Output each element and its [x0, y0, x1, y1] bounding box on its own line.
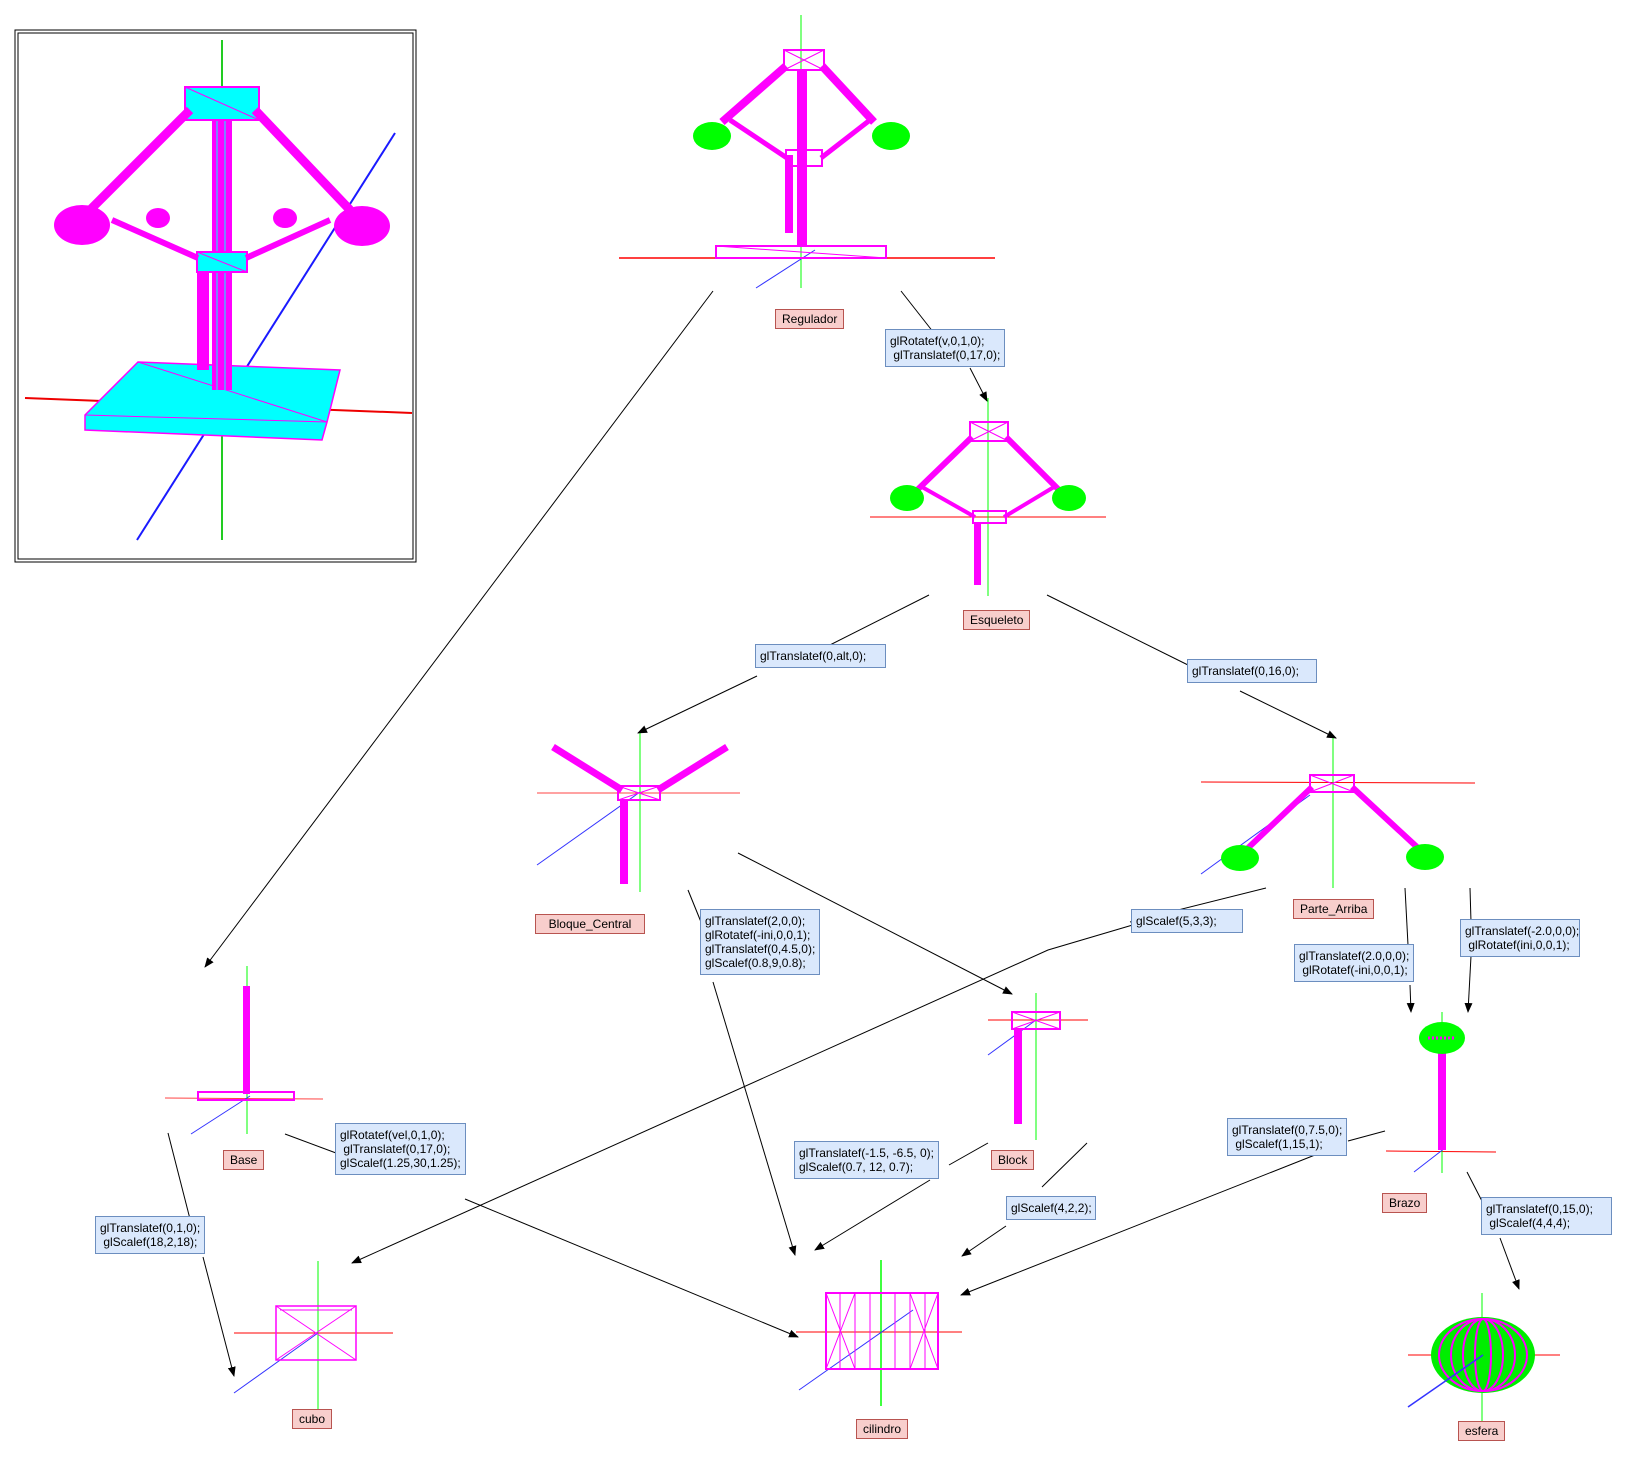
edge-base-cubo [167, 1132, 191, 1220]
op-brazo-esfera: glTranslatef(0,15,0); glScalef(4,4,4); [1481, 1197, 1612, 1235]
op-esqueleto-parte: glTranslatef(0,16,0); [1187, 659, 1317, 683]
op-parte-brazo-a: glTranslatef(2.0,0,0); glRotatef(-ini,0,… [1294, 944, 1414, 982]
node-label-regulador: Regulador [775, 309, 845, 329]
edge-block-cilindro-a [948, 1142, 989, 1166]
node-label-bloque-central: Bloque_Central [535, 914, 645, 934]
preview-render [14, 29, 417, 563]
cilindro-model [796, 1260, 962, 1406]
parte-arriba-model [1200, 738, 1476, 888]
block-model [987, 993, 1088, 1140]
regulador-model [619, 15, 995, 289]
base-model [164, 966, 324, 1135]
op-esqueleto-bloque: glTranslatef(0,alt,0); [755, 644, 886, 668]
node-label-base: Base [223, 1150, 265, 1170]
esqueleto-model [870, 398, 1106, 596]
node-label-esqueleto: Esqueleto [963, 610, 1031, 630]
op-bloque-cilindro: glTranslatef(2,0,0); glRotatef(-ini,0,0,… [700, 909, 820, 975]
brazo-model [1385, 1012, 1497, 1173]
node-label-brazo: Brazo [1382, 1193, 1428, 1213]
node-label-esfera: esfera [1458, 1421, 1506, 1441]
edge-parte-brazo-b [1469, 887, 1472, 923]
edge-parte-brazo-a [1404, 887, 1409, 946]
edge-bloque-block [737, 852, 1013, 995]
edge-bloque-cilindro [687, 889, 702, 923]
op-base-cubo: glTranslatef(0,1,0); glScalef(18,2,18); [95, 1216, 205, 1254]
cubo-model [233, 1261, 393, 1418]
edge-block-cilindro-b [1041, 1142, 1088, 1188]
edge-brazo-cilindro [1347, 1130, 1386, 1142]
node-label-cilindro: cilindro [856, 1419, 909, 1439]
edge-regulador-base [204, 290, 714, 968]
op-regulador-esqueleto: glRotatef(v,0,1,0); glTranslatef(0,17,0)… [885, 329, 1005, 367]
node-label-parte-arriba: Parte_Arriba [1293, 899, 1375, 919]
op-parte-cubo: glScalef(5,3,3); [1131, 909, 1243, 933]
op-brazo-cilindro: glTranslatef(0,7.5,0); glScalef(1,15,1); [1227, 1118, 1347, 1156]
bloque-central-model [536, 732, 740, 892]
edge-base-cilindro [284, 1133, 337, 1154]
edges [167, 290, 1520, 1377]
esfera-model [1407, 1293, 1560, 1428]
edge-esqueleto-bloque [819, 594, 930, 651]
op-parte-brazo-b: glTranslatef(-2.0,0,0); glRotatef(ini,0,… [1460, 919, 1580, 957]
node-label-block: Block [991, 1150, 1035, 1170]
op-block-cilindro-b: glScalef(4,2,2); [1006, 1196, 1096, 1220]
op-base-cilindro: glRotatef(vel,0,1,0); glTranslatef(0,17,… [335, 1123, 466, 1175]
edge-esqueleto-parte [1046, 594, 1191, 667]
op-block-cilindro-a: glTranslatef(-1.5, -6.5, 0); glScalef(0.… [794, 1141, 939, 1179]
node-label-cubo: cubo [292, 1409, 333, 1429]
